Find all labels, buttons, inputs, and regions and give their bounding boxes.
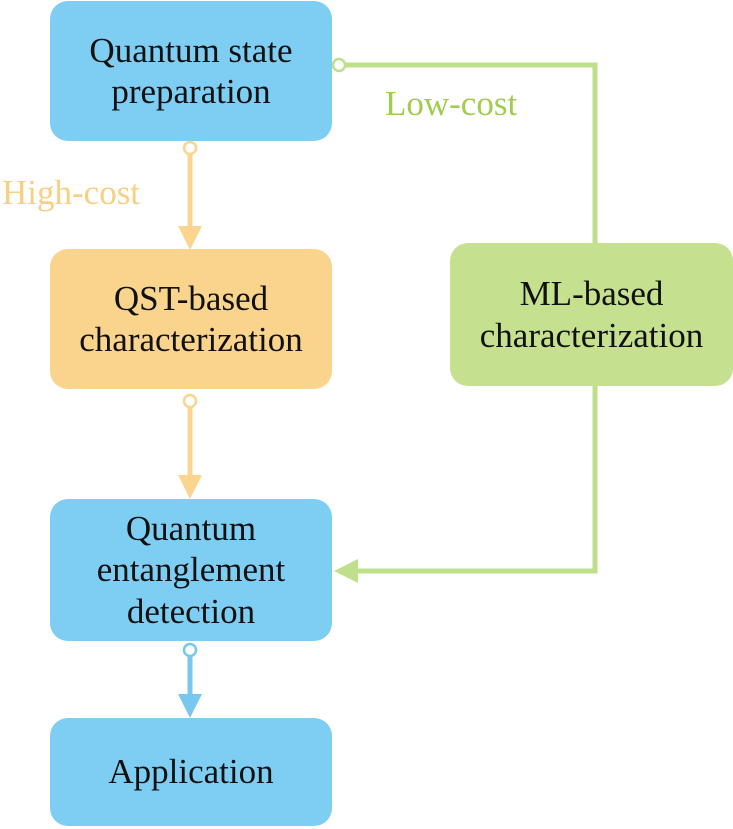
arrow-qst-to-detection <box>178 393 202 499</box>
edge-label-low-cost: Low-cost <box>385 84 518 123</box>
node-quantum-state-preparation: Quantum state preparation <box>50 1 332 141</box>
node-application: Application <box>50 718 332 826</box>
node-ml-based-characterization: ML-based characterization <box>450 243 733 386</box>
node-qst-based-characterization: QST-based characterization <box>50 249 332 389</box>
arrow-prep-to-qst <box>178 140 202 250</box>
arrow-detection-to-application <box>178 642 202 718</box>
arrow-prep-to-ml <box>331 57 598 245</box>
arrow-ml-to-detection <box>334 385 598 583</box>
edge-label-high-cost: High-cost <box>2 173 141 212</box>
node-quantum-entanglement-detection: Quantum entanglement detection <box>50 499 332 641</box>
